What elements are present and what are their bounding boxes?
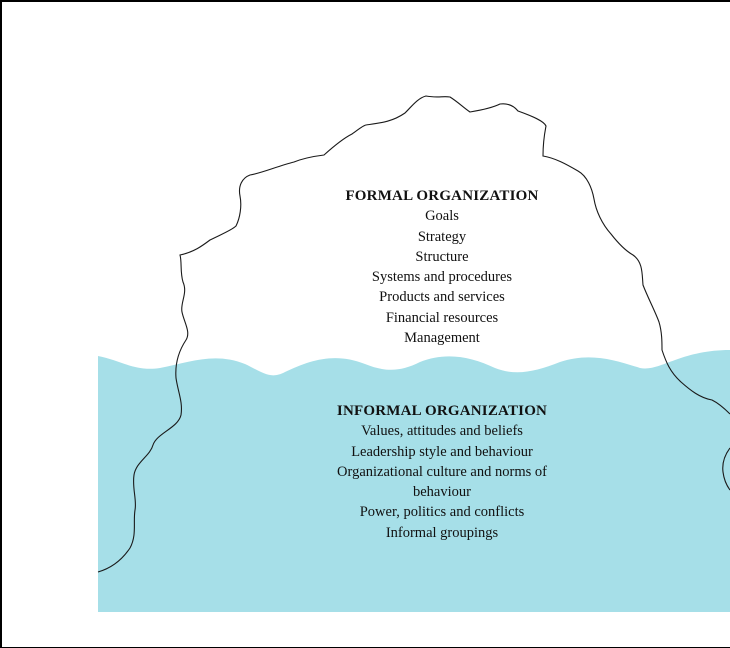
formal-heading: FORMAL ORGANIZATION <box>345 188 539 204</box>
formal-item: Structure <box>415 248 469 265</box>
formal-item: Products and services <box>379 289 505 306</box>
informal-item: Power, politics and conflicts <box>359 504 525 521</box>
formal-item: Strategy <box>417 228 467 245</box>
formal-organization-block: FORMAL ORGANIZATION Goals Strategy Struc… <box>282 186 602 348</box>
iceberg-outline <box>97 95 730 573</box>
informal-item: Values, attitudes and beliefs <box>361 423 523 440</box>
informal-item: Organizational culture and norms of <box>337 463 547 480</box>
water-area <box>98 350 730 612</box>
informal-item: behaviour <box>413 484 471 501</box>
formal-item: Systems and procedures <box>371 269 513 286</box>
iceberg-outline-right-edge <box>722 447 730 491</box>
informal-item: Informal groupings <box>385 524 499 541</box>
informal-item: Leadership style and behaviour <box>351 443 533 460</box>
informal-organization-block: INFORMAL ORGANIZATION Values, attitudes … <box>282 401 602 543</box>
formal-item: Management <box>404 330 480 347</box>
informal-heading: INFORMAL ORGANIZATION <box>336 403 548 419</box>
formal-item: Financial resources <box>385 309 499 326</box>
formal-item: Goals <box>425 208 459 225</box>
